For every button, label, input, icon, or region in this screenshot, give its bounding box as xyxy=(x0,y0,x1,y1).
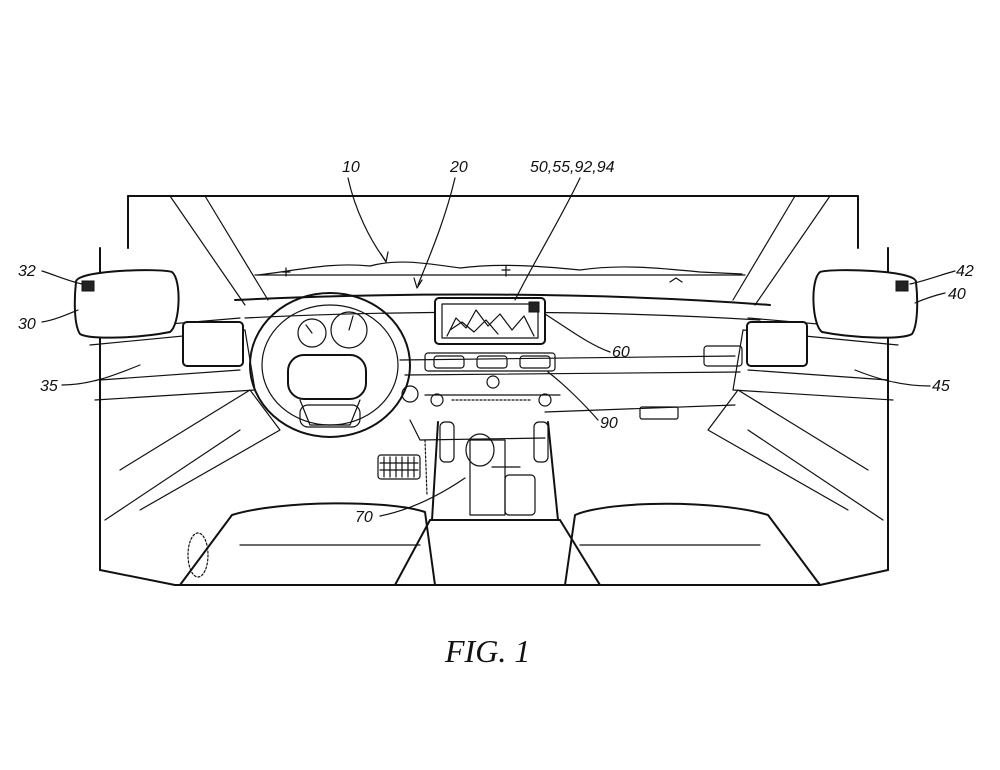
center-console xyxy=(377,421,559,521)
ref-60: 60 xyxy=(612,344,630,361)
ref-35: 35 xyxy=(40,378,58,395)
ref-42: 42 xyxy=(956,263,974,280)
ref-20: 20 xyxy=(449,159,468,176)
ref-10: 10 xyxy=(342,159,360,176)
reference-numerals: 10 20 50,55,92,94 32 30 35 60 42 40 45 9… xyxy=(18,159,974,526)
windshield-frame xyxy=(127,195,859,306)
center-display xyxy=(434,297,546,345)
steering-wheel xyxy=(249,292,419,438)
ref-70: 70 xyxy=(355,509,373,526)
horizon-landscape xyxy=(257,261,743,283)
ref-40: 40 xyxy=(948,286,966,303)
ref-32: 32 xyxy=(18,263,36,280)
figure-caption: FIG. 1 xyxy=(444,633,530,669)
floor-vent-grille xyxy=(377,454,421,480)
ref-30: 30 xyxy=(18,316,36,333)
seats xyxy=(99,502,889,586)
center-stack xyxy=(424,345,743,420)
right-mirror xyxy=(812,269,919,339)
ref-45: 45 xyxy=(932,378,950,395)
leader-lines xyxy=(41,177,956,517)
ref-50-55-92-94: 50,55,92,94 xyxy=(530,159,615,176)
left-mirror xyxy=(73,269,180,339)
ref-90: 90 xyxy=(600,415,618,432)
